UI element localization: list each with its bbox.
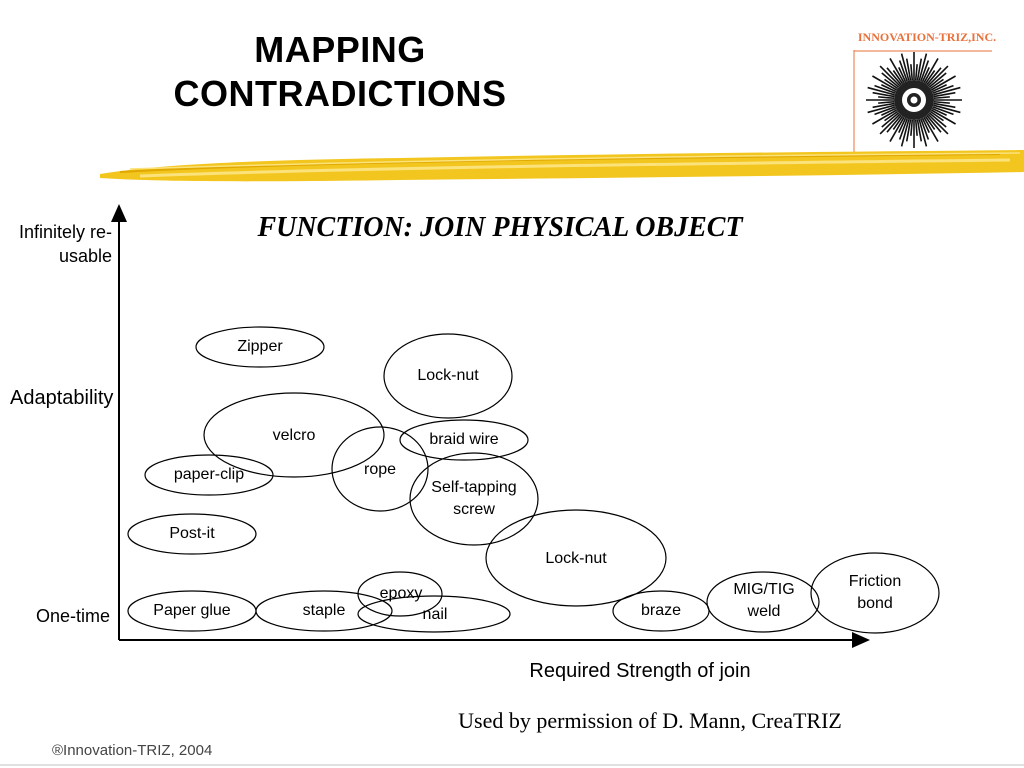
node-label-staple: staple [302, 602, 346, 619]
brand-name: INNOVATION-TRIZ,INC. [857, 30, 997, 44]
y-axis-label-top: Infinitely re-usable [18, 222, 112, 266]
node-label-zipper: Zipper [237, 338, 283, 355]
diagram-subtitle: FUNCTION: JOIN PHYSICAL OBJECT [257, 212, 743, 243]
node-label-velcro: velcro [272, 427, 316, 444]
slide-title: MAPPING CONTRADICTIONS [173, 29, 507, 114]
node-label-braid-wire: braid wire [429, 431, 499, 448]
node-label-lock-nut-mid: Lock-nut [545, 550, 607, 567]
y-axis-label-bottom: One-time [35, 606, 110, 626]
node-label-post-it: Post-it [169, 525, 215, 542]
node-label-rope: rope [363, 461, 397, 478]
sunburst-logo-icon [853, 50, 992, 154]
x-axis-label: Required Strength of join [529, 660, 751, 682]
node-label-epoxy: epoxy [379, 585, 423, 602]
node-label-friction-bond: Friction bond [848, 573, 902, 612]
highlight-brush-stroke [100, 150, 1024, 182]
node-label-mig-tig-weld: MIG/TIG weld [733, 581, 795, 620]
footer-divider [0, 764, 1024, 766]
permission-credit: Used by permission of D. Mann, CreaTRIZ [458, 708, 842, 733]
node-label-braze: braze [640, 602, 682, 619]
y-axis-label-middle: Adaptability [10, 387, 114, 409]
node-label-paper-clip: paper-clip [173, 466, 245, 483]
node-label-nail: nail [422, 606, 448, 623]
node-label-lock-nut-top: Lock-nut [417, 367, 479, 384]
node-label-self-tapping-screw: Self-tapping screw [431, 479, 517, 518]
copyright-notice: ®Innovation-TRIZ, 2004 [52, 742, 213, 759]
node-label-paper-glue: Paper glue [153, 602, 231, 619]
